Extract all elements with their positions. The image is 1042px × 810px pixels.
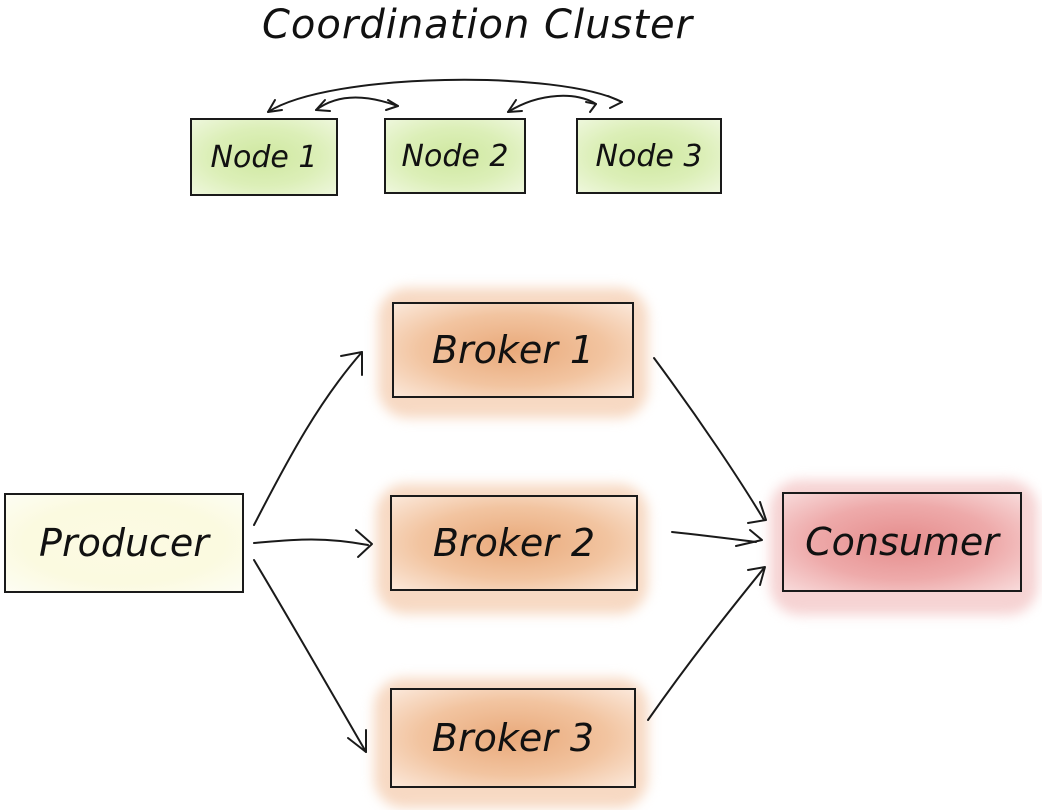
arrow-producer-broker1 [253,351,363,526]
producer-box[interactable]: Producer [4,493,244,593]
broker-3-box[interactable]: Broker 3 [390,688,636,788]
arc-node1-node3 [267,78,623,113]
arrow-broker1-consumer [653,357,765,521]
cluster-node-1-label: Node 1 [210,139,318,175]
arrow-broker2-consumer [671,531,757,543]
arrowhead-broker2 [355,529,373,558]
arrowhead-node3-end [607,95,623,109]
consumer-box[interactable]: Consumer [782,492,1022,592]
broker-3-label: Broker 3 [431,716,595,760]
arrowhead-consumer-from-broker3 [747,566,766,586]
arrowhead-node2-from-node3 [507,99,523,113]
cluster-node-3-label: Node 3 [595,138,703,174]
arrow-producer-broker3 [253,559,367,753]
cluster-node-2-label: Node 2 [401,138,509,174]
cluster-node-2[interactable]: Node 2 [384,118,526,194]
arc-node2-node3 [507,94,597,113]
broker-1-label: Broker 1 [431,328,595,372]
arrow-producer-broker2 [253,538,369,546]
cluster-node-3[interactable]: Node 3 [576,118,722,194]
cluster-node-1[interactable]: Node 1 [190,118,338,196]
arrowhead-broker1 [340,351,363,376]
arrowhead-node2-from-node1 [385,99,399,111]
arrowhead-broker3 [347,729,367,753]
arrow-broker3-consumer [647,567,765,721]
arrowhead-node1-from-node2 [315,99,331,112]
consumer-label: Consumer [805,520,999,564]
broker-2-box[interactable]: Broker 2 [390,495,638,591]
diagram-title: Coordination Cluster [262,2,693,48]
arrowhead-node3-from-node2 [585,101,597,113]
broker-1-box[interactable]: Broker 1 [392,302,634,398]
producer-label: Producer [39,521,209,565]
broker-2-label: Broker 2 [432,521,596,565]
arrowhead-consumer-from-broker1 [747,501,767,524]
arrowhead-node1-end [267,99,283,113]
arc-node1-node2 [315,96,399,111]
arrowhead-consumer-from-broker2 [735,529,763,547]
